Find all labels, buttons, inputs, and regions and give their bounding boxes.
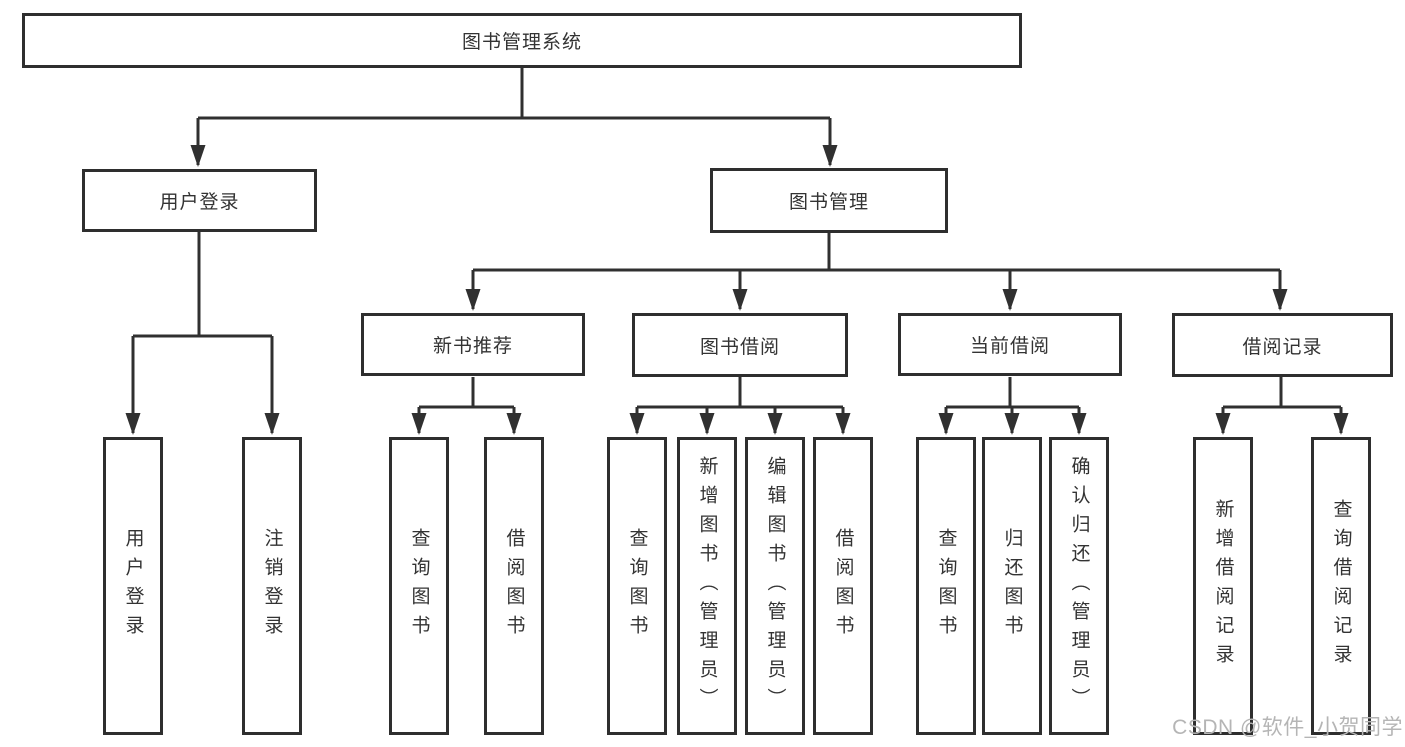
node-new-book-rec: 新书推荐	[361, 313, 585, 376]
edge-book-borrow-trunk	[637, 377, 843, 409]
leaf-borrow-book-1-label: 借阅图书	[503, 528, 525, 644]
leaf-query-book-2: 查询图书	[607, 437, 667, 735]
node-borrow-records-label: 借阅记录	[1242, 336, 1323, 358]
node-new-book-rec-label: 新书推荐	[432, 336, 513, 357]
node-book-borrow: 图书借阅	[632, 313, 848, 377]
leaf-logout: 注销登录	[242, 437, 302, 735]
leaf-edit-book: 编辑图书（管理员）	[745, 437, 805, 735]
leaf-borrow-book-2-label: 借阅图书	[832, 528, 854, 644]
node-user-login-label: 用户登录	[159, 192, 240, 213]
leaf-add-record: 新增借阅记录	[1193, 437, 1253, 735]
leaf-borrow-book-1: 借阅图书	[484, 437, 544, 735]
leaf-query-record-label: 查询借阅记录	[1330, 499, 1352, 673]
node-current-borrow: 当前借阅	[898, 313, 1122, 376]
node-user-login: 用户登录	[82, 169, 317, 232]
node-current-borrow-label: 当前借阅	[969, 336, 1050, 357]
leaf-query-book-2-label: 查询图书	[626, 528, 648, 644]
leaf-logout-label: 注销登录	[261, 528, 283, 644]
edge-new-book-rec-trunk	[419, 377, 514, 409]
leaf-query-book-1-label: 查询图书	[408, 528, 430, 644]
node-book-mgmt-label: 图书管理	[788, 192, 869, 213]
node-root: 图书管理系统	[22, 13, 1022, 68]
leaf-add-book: 新增图书（管理员）	[677, 437, 737, 735]
leaf-query-book-1: 查询图书	[389, 437, 449, 735]
edge-root-trunk	[198, 68, 830, 120]
leaf-query-book-3: 查询图书	[916, 437, 976, 735]
leaf-query-record: 查询借阅记录	[1311, 437, 1371, 735]
edge-book-mgmt-trunk	[473, 233, 1280, 272]
leaf-confirm-return-label: 确认归还（管理员）	[1068, 455, 1090, 717]
leaf-return-book: 归还图书	[982, 437, 1042, 735]
leaf-user-login: 用户登录	[103, 437, 163, 735]
leaf-query-book-3-label: 查询图书	[935, 528, 957, 644]
node-book-borrow-label: 图书借阅	[699, 336, 780, 358]
csdn-watermark: CSDN @软件_小贺同学	[1172, 716, 1403, 739]
leaf-add-book-label: 新增图书（管理员）	[696, 455, 718, 717]
node-borrow-records: 借阅记录	[1172, 313, 1393, 377]
leaf-borrow-book-2: 借阅图书	[813, 437, 873, 735]
edge-borrow-records-trunk	[1223, 377, 1341, 409]
leaf-add-record-label: 新增借阅记录	[1212, 499, 1234, 673]
edge-user-login-trunk	[133, 232, 272, 338]
leaf-confirm-return: 确认归还（管理员）	[1049, 437, 1109, 735]
node-root-label: 图书管理系统	[461, 32, 582, 53]
leaf-return-book-label: 归还图书	[1001, 528, 1023, 644]
node-book-mgmt: 图书管理	[710, 168, 948, 233]
leaf-user-login-label: 用户登录	[122, 528, 144, 644]
edge-current-borrow-trunk	[946, 377, 1079, 409]
leaf-edit-book-label: 编辑图书（管理员）	[764, 455, 786, 717]
